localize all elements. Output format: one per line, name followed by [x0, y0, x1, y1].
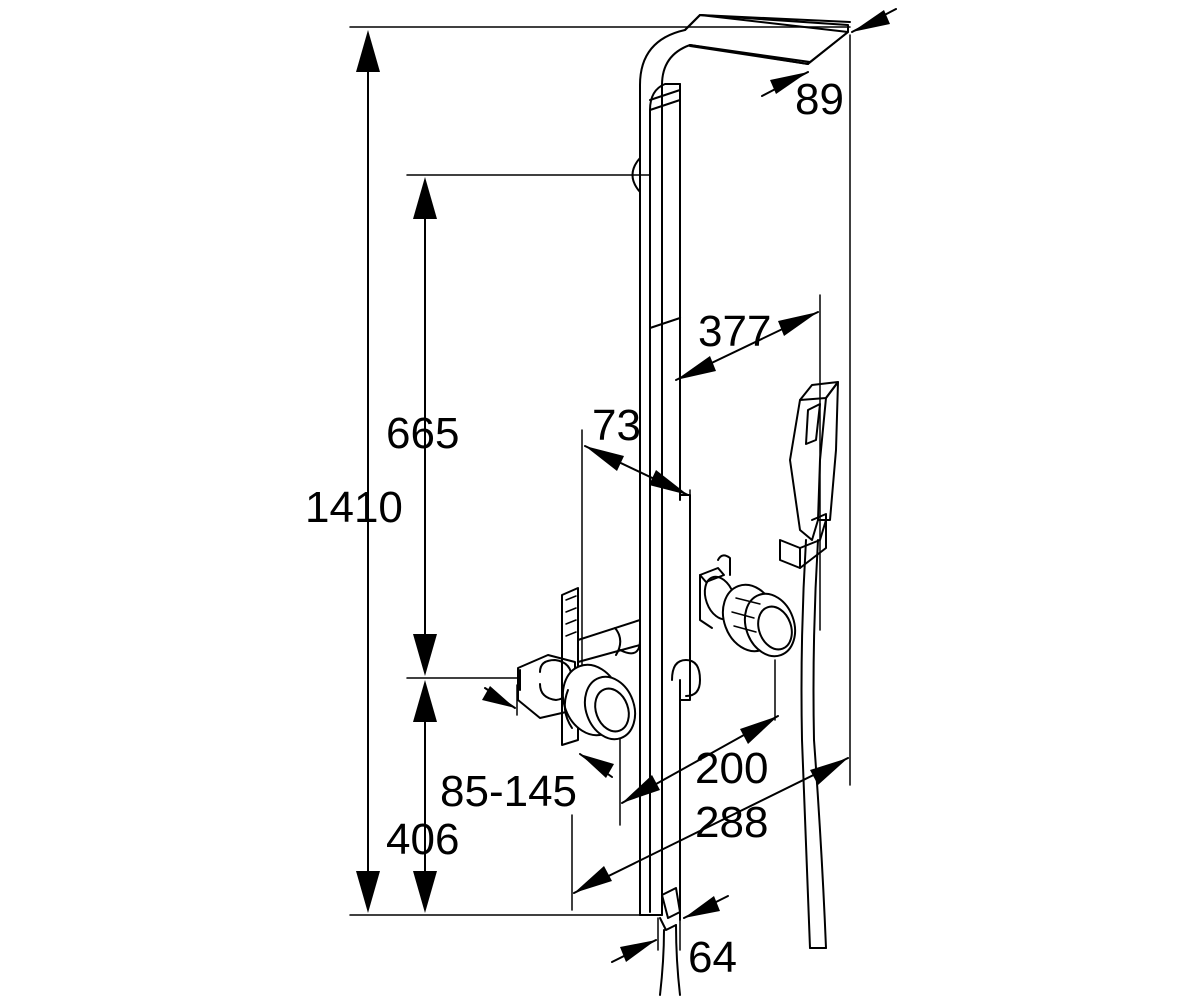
dimension-label-406: 406 — [386, 815, 459, 864]
bottom-connector — [659, 887, 681, 996]
dimension-label-64: 64 — [688, 933, 737, 982]
dimension-label-377: 377 — [698, 307, 771, 356]
dimension-665-line — [413, 177, 437, 676]
dimension-label-73: 73 — [592, 401, 641, 450]
left-valve — [517, 587, 641, 746]
dimension-85-145-line — [482, 686, 614, 778]
dimension-89-line — [761, 8, 897, 97]
dimension-label-200: 200 — [695, 744, 768, 793]
dimension-406-line — [413, 680, 437, 913]
hand-shower — [779, 381, 839, 949]
shower-panel — [631, 14, 851, 921]
dimension-64-line — [611, 895, 729, 963]
right-valve — [699, 554, 797, 658]
dimension-label-85-145: 85-145 — [440, 767, 577, 816]
dimension-1410-line — [356, 30, 380, 913]
dimension-label-89: 89 — [795, 75, 844, 124]
dimension-73-line — [584, 445, 689, 496]
dimension-label-1410: 1410 — [305, 483, 403, 532]
dimension-label-288: 288 — [695, 798, 768, 847]
dimension-377-line — [675, 311, 819, 381]
dimension-288-line — [573, 757, 849, 894]
dimension-label-665: 665 — [386, 409, 459, 458]
